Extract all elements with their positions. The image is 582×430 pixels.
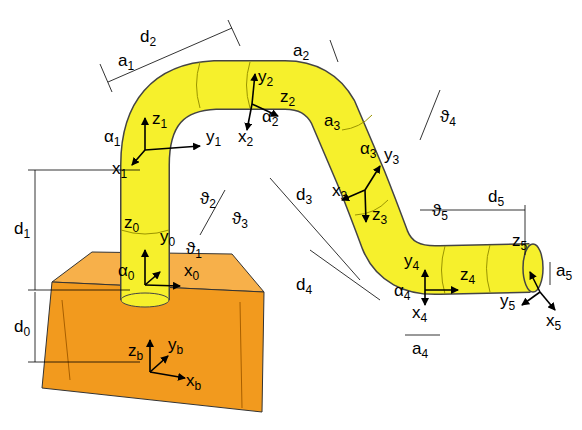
frame-label: d1 [14, 220, 30, 238]
frame-label: ϑ2 [200, 190, 216, 208]
frame-label: z1 [152, 110, 167, 128]
frame-label: yb [168, 336, 183, 354]
frame-label: α0 [118, 262, 135, 280]
frame-label: z5 [512, 232, 527, 250]
frame-label: y4 [404, 252, 419, 270]
frame-label: α2 [262, 108, 279, 126]
frame-label: d5 [488, 188, 504, 206]
frame-label: d0 [14, 318, 30, 336]
frame-label: x0 [184, 262, 199, 280]
frame-label: d3 [296, 186, 312, 204]
frame-label: x3 [332, 182, 347, 200]
frame-label: z4 [460, 266, 475, 284]
frame-label: y1 [206, 128, 221, 146]
frame-label: a4 [412, 340, 428, 358]
frame-label: ϑ1 [186, 240, 202, 258]
frame-label: x4 [412, 304, 427, 322]
frame-label: a1 [118, 52, 134, 70]
frame-label: z3 [372, 206, 387, 224]
frame-label: a2 [293, 42, 309, 60]
frame-label: x5 [546, 312, 561, 330]
frame-label: α4 [394, 282, 411, 300]
frame-label: y5 [500, 292, 515, 310]
frame-label: a5 [556, 262, 572, 280]
frame-label: x2 [238, 128, 253, 146]
frame-label: zb [128, 342, 143, 360]
frame-label: y2 [258, 68, 273, 86]
frame-label: d2 [140, 28, 156, 46]
frame-label: α3 [360, 140, 377, 158]
frame-label: d4 [296, 276, 312, 294]
frame-label: y0 [160, 228, 175, 246]
frame-label: x1 [112, 160, 127, 178]
frame-label: ϑ4 [440, 108, 456, 126]
frame-label: xb [186, 372, 201, 390]
frame-label: a3 [324, 112, 340, 130]
frame-label: z2 [280, 88, 295, 106]
frame-label: ϑ5 [432, 202, 448, 220]
frame-label: y3 [384, 146, 399, 164]
frame-label: z0 [124, 214, 139, 232]
frame-label: α1 [104, 128, 121, 146]
frame-label: ϑ3 [232, 210, 248, 228]
